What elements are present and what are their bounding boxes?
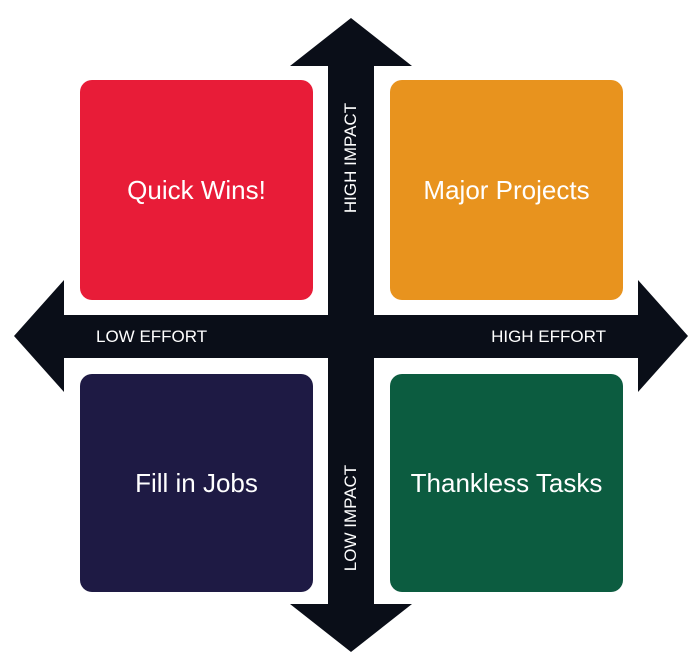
- quadrant-quick-wins: Quick Wins!: [80, 80, 313, 300]
- quadrant-fill-in-jobs-label: Fill in Jobs: [135, 467, 258, 498]
- quadrant-thankless-tasks-label: Thankless Tasks: [410, 467, 603, 498]
- quadrant-major-projects: Major Projects: [390, 80, 623, 300]
- quadrant-quick-wins-label: Quick Wins!: [127, 174, 266, 205]
- axis-label-high-effort: HIGH EFFORT: [491, 327, 606, 346]
- quadrant-fill-in-jobs: Fill in Jobs: [80, 374, 313, 592]
- quadrant-major-projects-label: Major Projects: [423, 174, 590, 205]
- axis-label-low-effort: LOW EFFORT: [96, 327, 208, 346]
- horizontal-axis-arrow: [14, 280, 688, 392]
- axis-label-low-impact: LOW IMPACT: [341, 464, 360, 572]
- axis-label-high-impact: HIGH IMPACT: [341, 102, 360, 214]
- quadrant-thankless-tasks: Thankless Tasks: [390, 374, 623, 592]
